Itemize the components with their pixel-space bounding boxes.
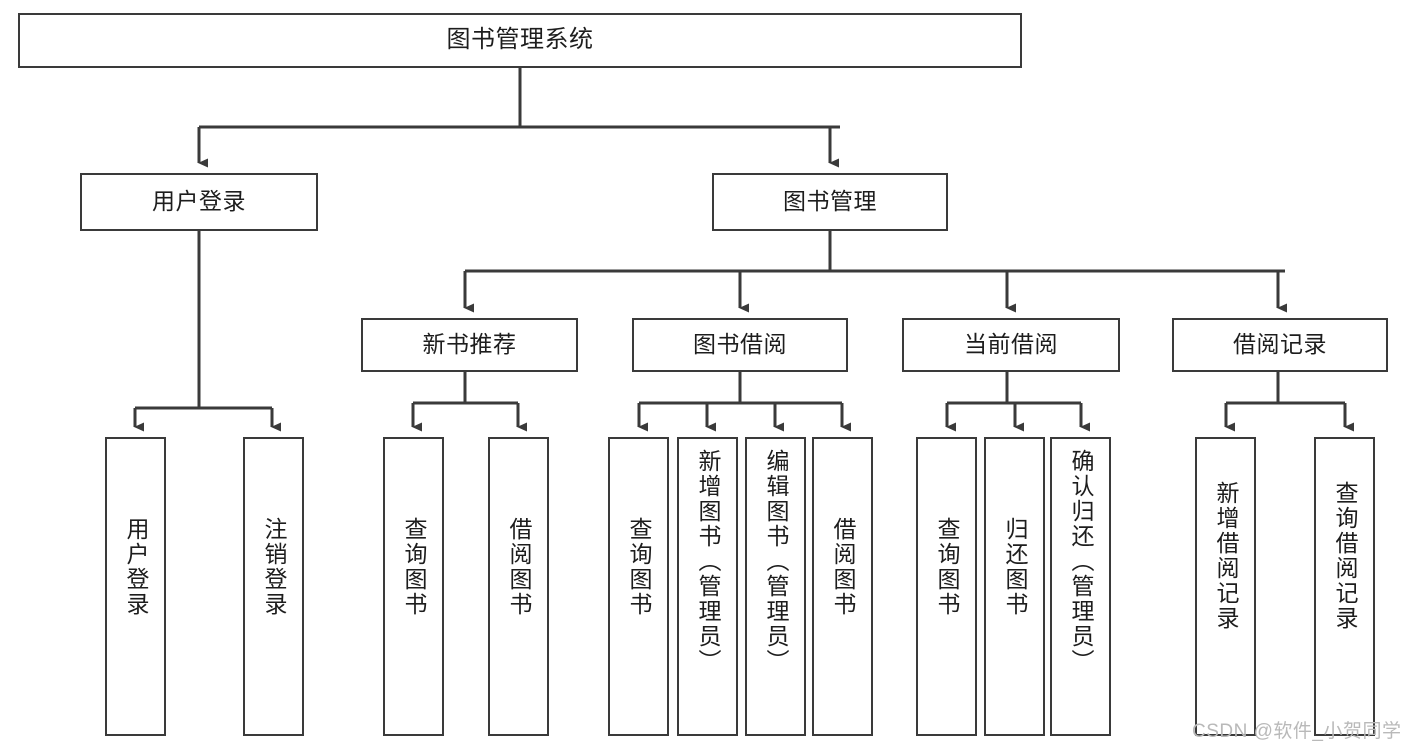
node-borrow-record[interactable]: 借阅记录 bbox=[1172, 318, 1388, 372]
node-leaf-query-record-label: 查询借阅记录 bbox=[1332, 481, 1358, 631]
node-leaf-edit-book-label: 编辑图书（管理员） bbox=[763, 449, 789, 674]
node-book-borrow[interactable]: 图书借阅 bbox=[632, 318, 848, 372]
node-leaf-user-login-label: 用户登录 bbox=[123, 517, 149, 617]
node-leaf-query-book-2[interactable]: 查询图书 bbox=[608, 437, 669, 736]
node-leaf-user-login[interactable]: 用户登录 bbox=[105, 437, 166, 736]
node-leaf-borrow-book-2[interactable]: 借阅图书 bbox=[812, 437, 873, 736]
node-new-book-recommend[interactable]: 新书推荐 bbox=[361, 318, 578, 372]
node-book-management-label: 图书管理 bbox=[783, 188, 877, 215]
node-leaf-borrow-book-1-label: 借阅图书 bbox=[506, 517, 532, 617]
node-leaf-add-record-label: 新增借阅记录 bbox=[1213, 481, 1239, 631]
node-leaf-query-book-3[interactable]: 查询图书 bbox=[916, 437, 977, 736]
node-leaf-edit-book[interactable]: 编辑图书（管理员） bbox=[745, 437, 806, 736]
node-borrow-record-label: 借阅记录 bbox=[1233, 331, 1327, 358]
node-current-borrow-label: 当前借阅 bbox=[964, 331, 1058, 358]
node-new-book-recommend-label: 新书推荐 bbox=[422, 331, 517, 358]
node-book-borrow-label: 图书借阅 bbox=[693, 331, 787, 358]
node-leaf-logout-login-label: 注销登录 bbox=[261, 517, 287, 617]
node-leaf-return-book[interactable]: 归还图书 bbox=[984, 437, 1045, 736]
node-leaf-return-book-label: 归还图书 bbox=[1002, 517, 1028, 617]
node-leaf-query-book-3-label: 查询图书 bbox=[934, 517, 960, 617]
node-leaf-borrow-book-2-label: 借阅图书 bbox=[830, 517, 856, 617]
node-user-login-label: 用户登录 bbox=[152, 188, 246, 215]
node-current-borrow[interactable]: 当前借阅 bbox=[902, 318, 1120, 372]
node-user-login[interactable]: 用户登录 bbox=[80, 173, 318, 231]
node-leaf-logout-login[interactable]: 注销登录 bbox=[243, 437, 304, 736]
node-leaf-add-record[interactable]: 新增借阅记录 bbox=[1195, 437, 1256, 736]
node-leaf-query-book-1-label: 查询图书 bbox=[401, 517, 427, 617]
node-book-management[interactable]: 图书管理 bbox=[712, 173, 948, 231]
node-leaf-confirm-return-label: 确认归还（管理员） bbox=[1068, 449, 1094, 674]
node-leaf-add-book-label: 新增图书（管理员） bbox=[695, 449, 721, 674]
node-root-label: 图书管理系统 bbox=[446, 26, 594, 54]
node-leaf-borrow-book-1[interactable]: 借阅图书 bbox=[488, 437, 549, 736]
node-leaf-query-book-2-label: 查询图书 bbox=[626, 517, 652, 617]
node-leaf-query-record[interactable]: 查询借阅记录 bbox=[1314, 437, 1375, 736]
node-leaf-query-book-1[interactable]: 查询图书 bbox=[383, 437, 444, 736]
node-leaf-add-book[interactable]: 新增图书（管理员） bbox=[677, 437, 738, 736]
csdn-watermark: CSDN @软件_小贺同学 bbox=[1192, 721, 1402, 742]
node-leaf-confirm-return[interactable]: 确认归还（管理员） bbox=[1050, 437, 1111, 736]
node-root[interactable]: 图书管理系统 bbox=[18, 13, 1022, 68]
